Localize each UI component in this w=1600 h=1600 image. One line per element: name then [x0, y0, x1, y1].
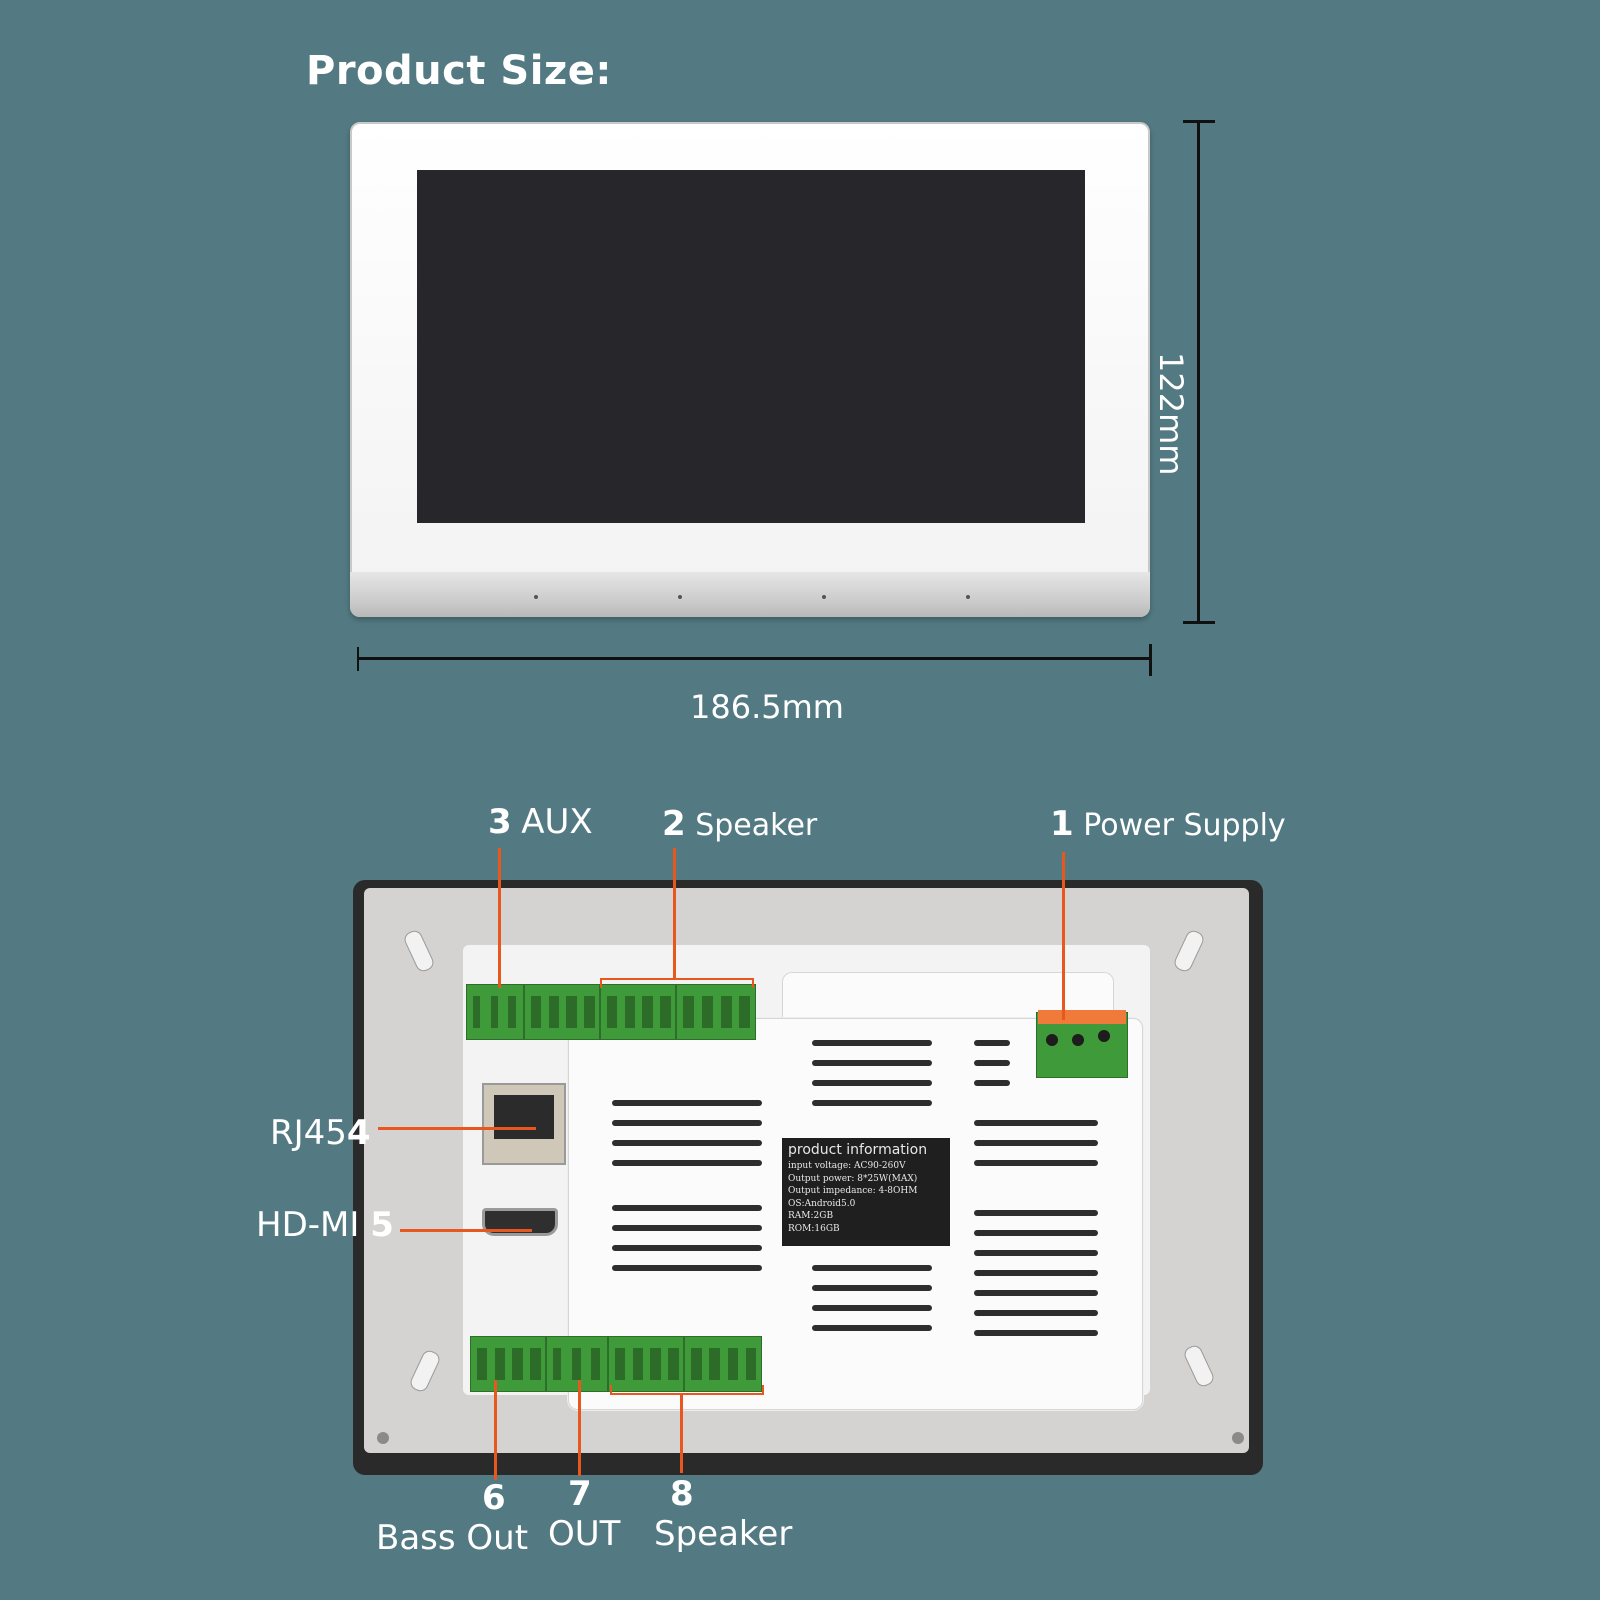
callout-6-number: 6 [482, 1478, 506, 1518]
screw [377, 1432, 389, 1444]
callout-number: 4 [346, 1113, 371, 1153]
vent [974, 1210, 1098, 1216]
width-label: 186.5mm [690, 688, 844, 726]
vent [974, 1040, 1010, 1046]
vent [974, 1310, 1098, 1316]
callout-4: RJ454 [270, 1113, 371, 1153]
width-dimension-line [357, 657, 1151, 660]
speaker-terminal [524, 984, 600, 1040]
bass-out-terminal [470, 1336, 546, 1392]
indicator-dot [678, 595, 682, 599]
info-line: OS:Android5.0 [788, 1198, 856, 1209]
callout-label: HD-MI [256, 1205, 360, 1245]
touch-screen [417, 170, 1085, 523]
vent [612, 1160, 762, 1166]
width-dimension-tick [1149, 644, 1152, 676]
vent [974, 1140, 1098, 1146]
info-line: input voltage: AC90-260V [788, 1161, 906, 1171]
width-dimension-tick [357, 647, 359, 671]
vent [612, 1265, 762, 1271]
aux-terminal [466, 984, 524, 1040]
vent [974, 1120, 1098, 1126]
info-title: product information [788, 1142, 928, 1158]
vent [612, 1100, 762, 1106]
callout-number: 1 [1050, 804, 1074, 844]
callout-8-number: 8 [670, 1474, 694, 1514]
vent [812, 1040, 932, 1046]
speaker-bracket [610, 1385, 764, 1395]
callout-line-4 [378, 1127, 536, 1130]
height-dimension-tick [1183, 120, 1215, 123]
info-line: ROM:16GB [788, 1223, 840, 1234]
vent [974, 1080, 1010, 1086]
callout-2: 2 Speaker [662, 804, 817, 844]
vent [812, 1265, 932, 1271]
front-bezel-bottom [350, 572, 1150, 617]
callout-7-number: 7 [568, 1474, 592, 1514]
vent [812, 1285, 932, 1291]
speaker-bracket [600, 978, 754, 988]
callout-line-5 [400, 1229, 532, 1232]
vent [812, 1080, 932, 1086]
height-dimension-tick [1183, 621, 1215, 624]
product-information-label: product information input voltage: AC90-… [782, 1138, 950, 1246]
indicator-dot [966, 595, 970, 599]
callout-number: 5 [370, 1205, 394, 1245]
callout-line-3 [498, 848, 501, 988]
vent [812, 1100, 932, 1106]
page-title: Product Size: [306, 48, 612, 94]
terminal-screw [1098, 1030, 1110, 1042]
info-line: RAM:2GB [788, 1211, 834, 1221]
callout-5: HD-MI 5 [256, 1205, 394, 1245]
screw [1232, 1432, 1244, 1444]
terminal-screw [1046, 1034, 1058, 1046]
vent [612, 1140, 762, 1146]
callout-3: 3 AUX [488, 802, 593, 842]
callout-line-8 [680, 1393, 683, 1473]
callout-label: AUX [521, 802, 593, 842]
height-label: 122mm [1152, 352, 1190, 476]
callout-label: Speaker [695, 808, 818, 843]
callout-label: RJ45 [270, 1113, 347, 1153]
callout-6-label: Bass Out [376, 1518, 529, 1558]
vent [974, 1270, 1098, 1276]
vent [974, 1230, 1098, 1236]
callout-1: 1 Power Supply [1050, 804, 1286, 844]
callout-8-label: Speaker [654, 1514, 793, 1554]
vent [812, 1060, 932, 1066]
vent [974, 1290, 1098, 1296]
indicator-dot [822, 595, 826, 599]
callout-line-2 [673, 848, 676, 980]
speaker-terminal [600, 984, 676, 1040]
vent [974, 1160, 1098, 1166]
speaker-terminal [676, 984, 756, 1040]
vent [612, 1245, 762, 1251]
vent [974, 1060, 1010, 1066]
callout-line-1 [1062, 852, 1065, 1020]
power-terminal-levers [1038, 1010, 1126, 1024]
height-dimension-line [1197, 120, 1200, 623]
info-line: Output impedance: 4-8OHM [788, 1186, 918, 1196]
callout-number: 3 [488, 802, 512, 842]
speaker-terminal [608, 1336, 684, 1392]
callout-label: Power Supply [1083, 808, 1286, 843]
vent [812, 1325, 932, 1331]
vent [974, 1330, 1098, 1336]
vent [812, 1305, 932, 1311]
vent [974, 1250, 1098, 1256]
callout-line-7 [578, 1380, 581, 1476]
rj45-port [482, 1083, 566, 1165]
callout-7-label: OUT [548, 1514, 621, 1554]
speaker-terminal [684, 1336, 762, 1392]
vent [612, 1205, 762, 1211]
info-line: Output power: 8*25W(MAX) [788, 1173, 918, 1184]
out-terminal [546, 1336, 608, 1392]
vent [612, 1120, 762, 1126]
callout-number: 2 [662, 804, 686, 844]
terminal-screw [1072, 1034, 1084, 1046]
vent [612, 1225, 762, 1231]
callout-line-6 [494, 1380, 497, 1480]
indicator-dot [534, 595, 538, 599]
